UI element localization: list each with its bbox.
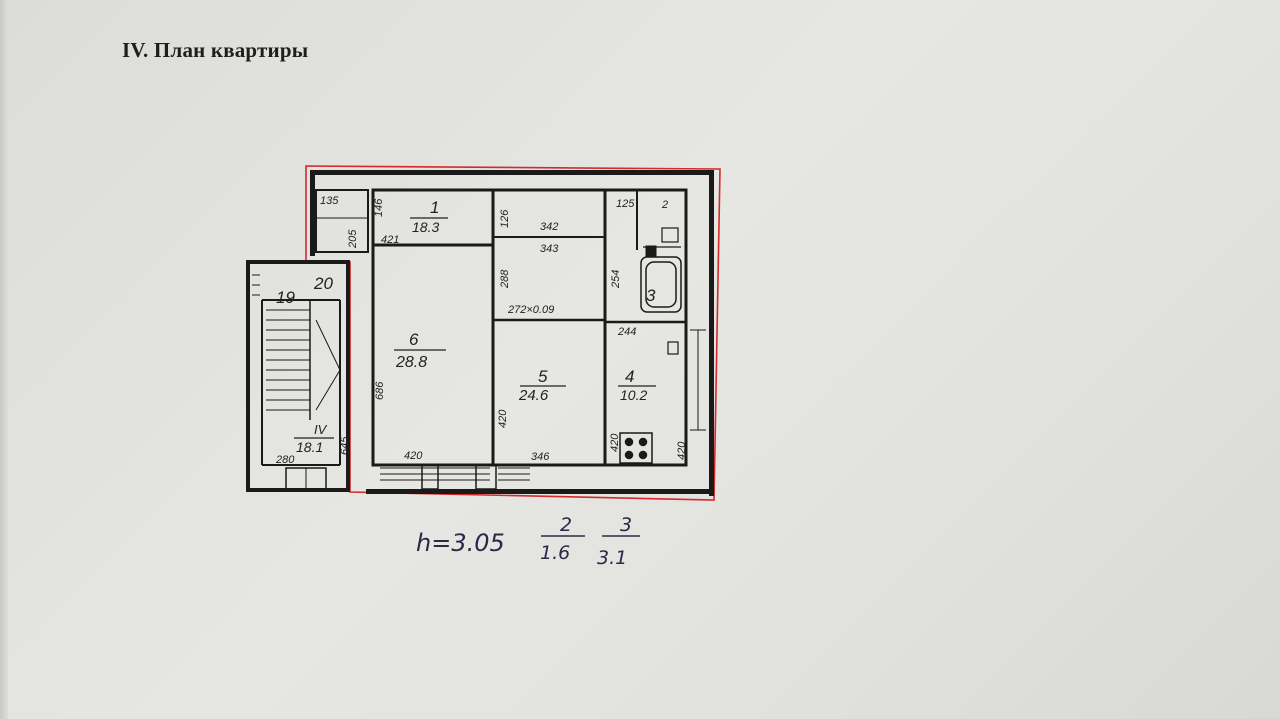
room-4-number: 4: [625, 367, 634, 386]
footnote-3-number: 3: [620, 514, 632, 536]
room-20-number: 20: [313, 274, 333, 293]
bathtub: [640, 256, 682, 313]
sink: [645, 245, 657, 257]
dim-346: 346: [531, 451, 550, 463]
ceiling-height: h=3.05: [416, 529, 505, 557]
room-19-number: 19: [276, 288, 295, 307]
chimney-box: [667, 341, 679, 355]
dim-420-room5: 420: [497, 409, 509, 428]
stair-area: 18.1: [296, 439, 323, 455]
dim-421: 421: [381, 234, 399, 246]
room-5-area: 24.6: [518, 387, 549, 404]
stove: [619, 432, 653, 464]
room-1-area: 18.3: [412, 219, 439, 235]
dim-420-right: 420: [676, 441, 688, 460]
footnote-2-number: 2: [560, 514, 572, 536]
dim-342: 342: [540, 221, 558, 233]
footnote-2-area: 1.6: [540, 542, 570, 564]
dim-125: 125: [616, 198, 635, 210]
room-4-area: 10.2: [620, 387, 647, 403]
dim-420-room4: 420: [609, 433, 621, 452]
dim-244: 244: [617, 326, 636, 338]
inner-walls: [315, 188, 706, 490]
dim-288: 288: [499, 269, 511, 289]
room-5-number: 5: [538, 367, 548, 386]
dim-126: 126: [499, 209, 511, 228]
page-heading: IV. План квартиры: [122, 38, 309, 62]
dim-2: 2: [661, 199, 668, 211]
room-6-number: 6: [409, 330, 419, 349]
dim-280: 280: [275, 454, 295, 466]
paper-edge: [0, 0, 8, 719]
outer-walls: [310, 170, 714, 496]
stair-number: IV: [314, 422, 328, 437]
dim-420-bottom: 420: [404, 450, 423, 462]
dim-645: 645: [339, 436, 351, 455]
room-3-number: 3: [646, 286, 656, 305]
toilet: [643, 227, 681, 248]
dim-205: 205: [347, 229, 359, 249]
dim-254: 254: [610, 270, 622, 289]
footnote-3-area: 3.1: [597, 547, 627, 569]
dim-272: 272×0.09: [507, 304, 554, 316]
dim-135: 135: [320, 195, 339, 207]
room-1-number: 1: [430, 198, 439, 217]
staircase: [246, 260, 350, 492]
dim-146: 146: [373, 198, 385, 217]
room-6-area: 28.8: [395, 354, 427, 371]
dim-343: 343: [540, 243, 559, 255]
dim-686: 686: [374, 381, 386, 400]
